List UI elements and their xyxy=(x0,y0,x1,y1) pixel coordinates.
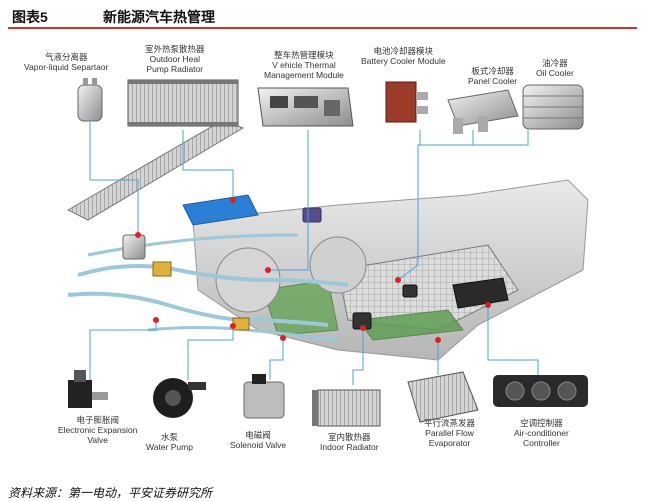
leader-thermal-module xyxy=(268,130,309,271)
marker-evaporator xyxy=(435,337,441,343)
marker-water-pump xyxy=(230,323,236,329)
marker-ac-controller xyxy=(485,302,491,308)
marker-thermal-module xyxy=(265,267,271,273)
purple-valve xyxy=(302,207,322,223)
outdoor-radiator-image xyxy=(127,79,239,127)
marker-points xyxy=(135,197,491,343)
indoor-radiator-image xyxy=(312,389,381,427)
leader-water-pump xyxy=(187,326,234,380)
leader-lines xyxy=(89,122,539,385)
solenoid-valve-image xyxy=(243,374,285,419)
blower-wheel-right xyxy=(309,236,367,294)
battery-cooler-image xyxy=(385,81,428,123)
bottom-components xyxy=(68,370,588,427)
front-condenser xyxy=(66,119,245,221)
separator-canister xyxy=(122,234,146,260)
thermal-diagram xyxy=(66,78,589,427)
coolant-pipe-2 xyxy=(67,291,329,327)
leader-outdoor-radiator xyxy=(182,130,234,200)
leader-solenoid-valve xyxy=(269,338,284,380)
yellow-valve-2 xyxy=(232,317,250,331)
leader-expansion-valve xyxy=(89,320,157,380)
marker-solenoid-valve xyxy=(280,335,286,341)
separator-image xyxy=(77,78,103,122)
yellow-valve-1 xyxy=(152,261,172,277)
panel-cooler-image xyxy=(447,89,519,134)
black-sensor xyxy=(402,284,418,298)
coolant-pipe-3 xyxy=(87,233,299,257)
black-controller-block xyxy=(452,277,509,309)
evaporator-image xyxy=(407,371,479,423)
thermal-module-image xyxy=(257,87,354,127)
green-heater-plate xyxy=(357,309,464,341)
blue-thermal-module xyxy=(182,194,259,226)
oil-cooler-image xyxy=(522,84,584,130)
coolant-pipe-1 xyxy=(77,264,349,287)
leader-oil-cooler xyxy=(418,130,529,146)
marker-separator xyxy=(135,232,141,238)
vehicle-assembly xyxy=(66,119,589,361)
expansion-valve-image xyxy=(68,370,108,408)
leader-ac-controller xyxy=(487,305,539,375)
figure-header: 图表5 新能源汽车热管理 xyxy=(8,5,637,29)
figure-title: 新能源汽车热管理 xyxy=(103,9,215,25)
marker-battery-cooler xyxy=(395,277,401,283)
marker-outdoor-radiator xyxy=(230,197,236,203)
water-pump-image xyxy=(153,378,206,418)
marker-indoor-radiator xyxy=(360,325,366,331)
figure-source: 资料来源：第一电动，平安证券研究所 xyxy=(8,486,213,500)
marker-expansion-valve xyxy=(153,317,159,323)
leader-separator xyxy=(89,122,139,235)
ac-controller-image xyxy=(493,375,588,407)
evaporator-core xyxy=(337,244,519,331)
leader-indoor-radiator xyxy=(352,328,364,385)
top-components xyxy=(77,78,584,134)
figure-number: 图表5 xyxy=(12,9,48,25)
